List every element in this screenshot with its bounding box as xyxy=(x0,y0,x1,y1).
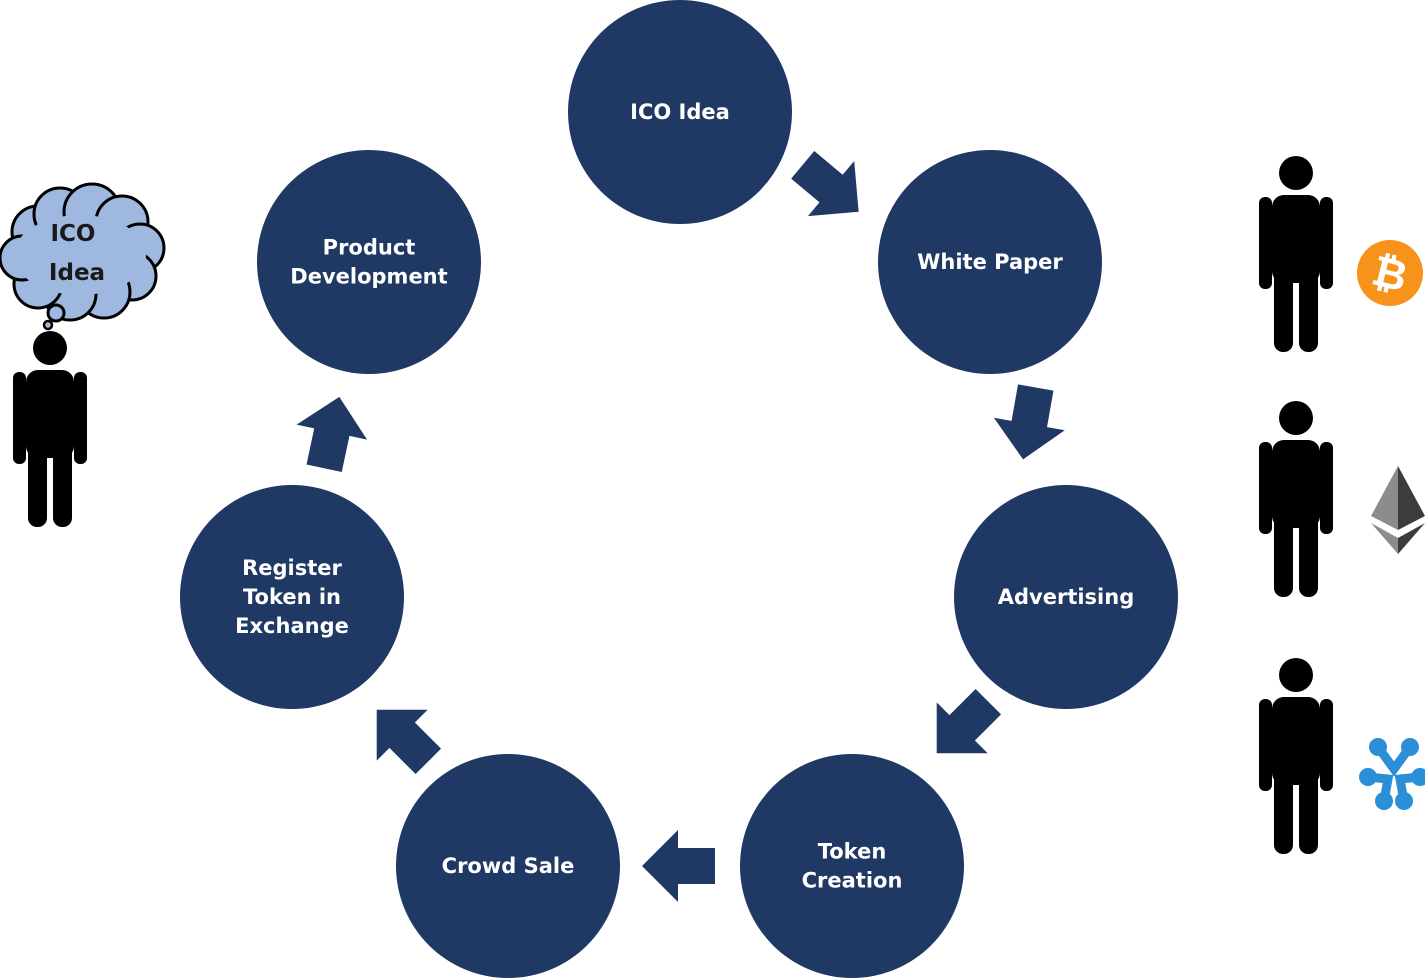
investors-group: ₿ xyxy=(1259,156,1425,854)
cycle-arrow-icon xyxy=(642,830,715,902)
cycle-node-circle xyxy=(568,0,792,224)
cycle-node-label-line: ICO Idea xyxy=(630,100,730,124)
person-leg xyxy=(28,445,47,527)
person-arm xyxy=(1259,442,1272,534)
cycle-node-label: Advertising xyxy=(998,585,1135,609)
person-arm xyxy=(1320,442,1333,534)
person-leg xyxy=(1274,270,1293,352)
cycle-node-label-line: Development xyxy=(290,265,447,289)
person-torso xyxy=(26,370,74,458)
thought-cloud-shape xyxy=(0,182,166,331)
cycle-node-label-line: Advertising xyxy=(998,585,1135,609)
person-leg xyxy=(1299,772,1318,854)
cycle-node-circle xyxy=(954,485,1178,709)
cycle-node-label-line: Token in xyxy=(243,585,341,609)
cycle-arrows xyxy=(296,150,1065,902)
person-leg xyxy=(1274,772,1293,854)
cycle-node-label-line: Exchange xyxy=(235,614,349,638)
cycle-arrow-icon xyxy=(936,688,1002,754)
cycle-arrow-icon xyxy=(296,396,368,473)
person-leg xyxy=(1299,270,1318,352)
cycle-node-label-line: Creation xyxy=(802,869,903,893)
cycle-node-label-line: White Paper xyxy=(917,250,1063,274)
person-icon xyxy=(1259,658,1333,854)
cycle-node-label-line: Token xyxy=(818,840,887,864)
cycle-node-label: Crowd Sale xyxy=(442,854,575,878)
person-leg xyxy=(1274,515,1293,597)
cycle-node-ico-idea: ICO Idea xyxy=(568,0,792,224)
cycle-node-advertising: Advertising xyxy=(954,485,1178,709)
cycle-node-circle xyxy=(740,754,964,978)
ripple-node xyxy=(1411,768,1425,786)
person-icon xyxy=(1259,401,1333,597)
cycle-arrow-icon xyxy=(993,384,1065,460)
cycle-node-circle xyxy=(257,150,481,374)
person-head xyxy=(1279,156,1313,190)
thought-cloud: ICO Idea xyxy=(0,182,166,331)
ripple-node xyxy=(1395,792,1413,810)
person-arm xyxy=(74,372,87,464)
cycle-node-circle xyxy=(180,485,404,709)
ripple-node xyxy=(1369,738,1387,756)
investor-2 xyxy=(1259,401,1425,597)
ripple-node xyxy=(1375,792,1393,810)
ethereum-facet xyxy=(1398,466,1425,530)
person-leg xyxy=(53,445,72,527)
cloud-body xyxy=(14,215,146,295)
person-leg xyxy=(1299,515,1318,597)
cycle-arrow-icon xyxy=(376,709,442,775)
ethereum-facet xyxy=(1371,523,1398,554)
person-arm xyxy=(1320,197,1333,289)
person-icon xyxy=(1259,156,1333,352)
thought-cloud-label-line: Idea xyxy=(49,260,105,286)
cycle-node-crowd-sale: Crowd Sale xyxy=(396,754,620,978)
person-arm xyxy=(1259,699,1272,791)
thought-cloud-label-line: ICO xyxy=(50,221,95,247)
ethereum-icon xyxy=(1371,466,1425,554)
ripple-icon xyxy=(1359,738,1425,810)
person-torso xyxy=(1272,697,1320,785)
ripple-node xyxy=(1359,768,1377,786)
person-torso xyxy=(1272,440,1320,528)
bitcoin-icon: ₿ xyxy=(1357,240,1423,306)
ethereum-facet xyxy=(1398,523,1425,554)
person-arm xyxy=(13,372,26,464)
thought-bubble-dot xyxy=(42,319,54,331)
person-arm xyxy=(1259,197,1272,289)
ripple-node xyxy=(1401,738,1419,756)
bitcoin-coin xyxy=(1357,240,1423,306)
cycle-node-white-paper: White Paper xyxy=(878,150,1102,374)
cycle-node-label-line: Register xyxy=(242,556,342,580)
svg-text:ICO Idea: ICO Idea xyxy=(49,221,105,286)
thought-bubble-dot xyxy=(46,303,66,323)
person-arm xyxy=(1320,699,1333,791)
person-head xyxy=(1279,401,1313,435)
person-torso xyxy=(1272,195,1320,283)
ethereum-facet xyxy=(1371,466,1398,530)
cycle-arrow-icon xyxy=(791,150,859,217)
founder-group: ICO Idea xyxy=(0,182,166,527)
investor-3 xyxy=(1259,658,1425,854)
cycle-node-label: White Paper xyxy=(917,250,1063,274)
cycle-node-label-line: Product xyxy=(323,236,416,260)
cycle-node-circle xyxy=(878,150,1102,374)
cycle-node-circle xyxy=(396,754,620,978)
investor-1: ₿ xyxy=(1259,156,1423,352)
person-head xyxy=(1279,658,1313,692)
cycle-node-label-line: Crowd Sale xyxy=(442,854,575,878)
cycle-node-label: ICO Idea xyxy=(630,100,730,124)
person-icon xyxy=(13,331,87,527)
person-head xyxy=(33,331,67,365)
